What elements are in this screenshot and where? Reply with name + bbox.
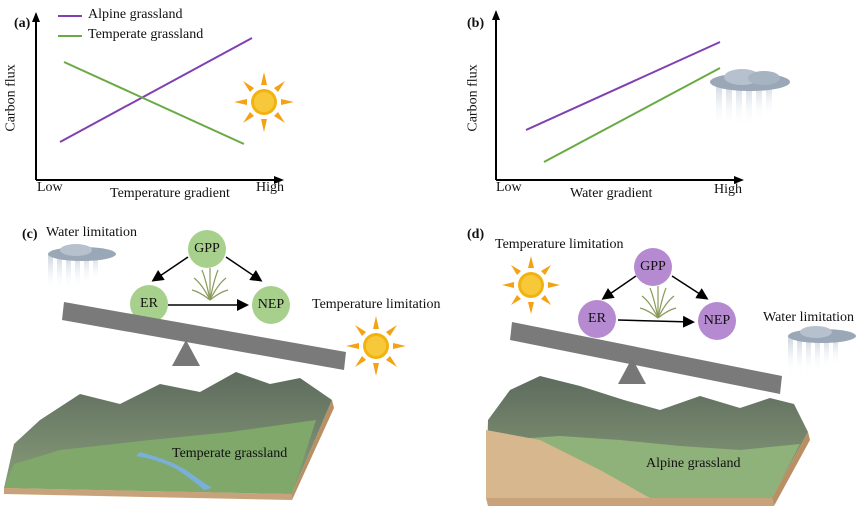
alpine-line-b (525, 41, 721, 131)
er-node-d: ER (578, 300, 616, 338)
panel-b-label: (b) (467, 16, 485, 31)
sun-icon (502, 256, 560, 314)
panel-b-xlow: Low (496, 180, 522, 195)
rain-cloud-icon (48, 244, 116, 292)
panel-b-xhigh: High (714, 182, 742, 197)
panel-d-landscape-label: Alpine grassland (646, 456, 741, 471)
panel-d-left-limit: Temperature limitation (495, 237, 624, 252)
nep-node-c: NEP (252, 286, 290, 324)
panel-a-xlow: Low (37, 180, 63, 195)
panel-c-right-limit: Temperature limitation (312, 297, 441, 312)
temperate-line-a (63, 61, 245, 145)
grass-icon (639, 286, 677, 319)
temperate-line-b (543, 67, 721, 163)
panel-a-label: (a) (14, 16, 31, 31)
grass-icon (191, 268, 229, 301)
rain-cloud-icon (788, 326, 856, 376)
sun-icon (234, 72, 294, 132)
gpp-node-c: GPP (188, 230, 226, 268)
sun-icon (346, 316, 406, 376)
gpp-node-d: GPP (634, 248, 672, 286)
panel-c-landscape-label: Temperate grassland (172, 446, 288, 461)
alpine-line-a (59, 37, 253, 143)
panel-a-xhigh: High (256, 180, 284, 195)
panel-c-label: (c) (22, 227, 38, 242)
rain-cloud-icon (710, 69, 790, 128)
panel-b-xlabel: Water gradient (570, 186, 653, 201)
panel-a-xlabel: Temperature gradient (110, 186, 230, 201)
panel-d-right-limit: Water limitation (763, 310, 855, 325)
panel-d-label: (d) (467, 227, 485, 242)
legend-temperate: Temperate grassland (88, 27, 204, 42)
legend-alpine: Alpine grassland (88, 7, 183, 22)
nep-node-d: NEP (698, 302, 736, 340)
panel-c-left-limit: Water limitation (46, 225, 138, 240)
